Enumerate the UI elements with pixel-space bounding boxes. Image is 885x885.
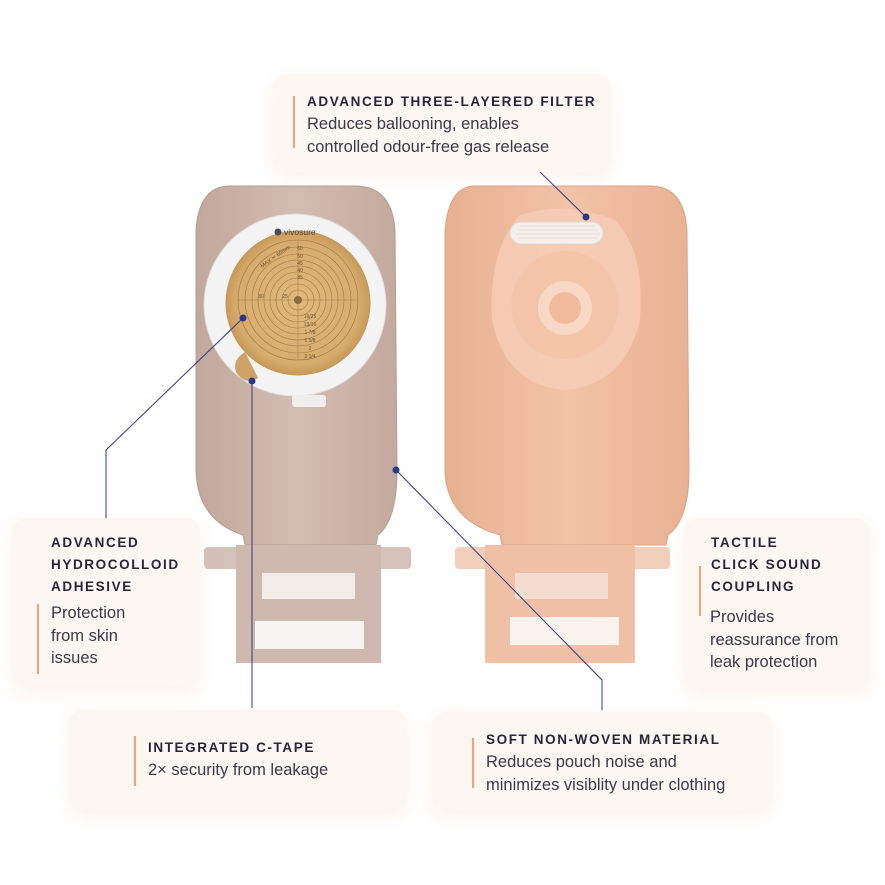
callout-title: ADHESIVE: [51, 579, 133, 594]
flange-label: 13/16: [304, 322, 317, 328]
callout-desc: Reduces ballooning, enables: [307, 115, 519, 133]
callout-title: ADVANCED THREE-LAYERED FILTER: [307, 94, 597, 109]
filter-dot: [582, 213, 590, 221]
callout-hydrocolloid: ADVANCED HYDROCOLLOID ADHESIVE Protectio…: [12, 518, 200, 686]
brand-logo: vivosure: [284, 227, 316, 237]
callout-title: INTEGRATED C-TAPE: [148, 740, 315, 755]
flange-label: 25: [282, 294, 288, 300]
flange-label: 19/25: [304, 314, 317, 320]
flange-label: 40: [297, 268, 303, 274]
callout-title: SOFT NON-WOVEN MATERIAL: [486, 732, 721, 747]
adhesive-dot: [239, 314, 247, 322]
callout-nonwoven: SOFT NON-WOVEN MATERIAL Reduces pouch no…: [432, 712, 772, 810]
flange-label: 60: [297, 246, 303, 252]
callout-desc: Provides: [710, 608, 775, 626]
callout-desc: issues: [51, 649, 98, 667]
callout-desc: from skin: [51, 626, 118, 645]
callout-title: COUPLING: [711, 579, 796, 594]
callout-desc: reassurance from: [710, 630, 839, 649]
pouch-front: vivosure 60 50 45 40 35 30 25 19/25 13/1…: [195, 185, 411, 663]
callout-filter: ADVANCED THREE-LAYERED FILTER Reduces ba…: [273, 74, 611, 172]
flange-label: 1 5/8: [304, 338, 315, 344]
callout-coupling: TACTILE CLICK SOUND COUPLING Provides re…: [684, 518, 870, 688]
flange-label: 50: [297, 254, 303, 260]
flange-label: 30: [258, 294, 264, 300]
flange-label: 1 7/8: [304, 330, 315, 336]
callout-title: ADVANCED: [51, 535, 140, 550]
callout-desc: Protection: [51, 604, 126, 622]
flange-label: 45: [297, 261, 303, 267]
pouch-back: [444, 185, 690, 663]
leader-lines: [105, 171, 603, 710]
ctape-dot: [248, 377, 256, 385]
callout-desc: leak protection: [710, 653, 818, 671]
callout-desc: Reduces pouch noise and: [486, 753, 677, 771]
flange-label: 2: [309, 346, 312, 352]
callout-ctape: INTEGRATED C-TAPE 2× security from leaka…: [69, 710, 407, 810]
callout-desc: 2× security from leakage: [148, 761, 329, 779]
callout-title: HYDROCOLLOID: [51, 557, 180, 572]
flange-label: 2 1/4: [304, 354, 315, 360]
callout-title: TACTILE: [711, 535, 779, 550]
callout-desc: minimizes visiblity under clothing: [486, 775, 726, 794]
callout-title: CLICK SOUND: [711, 557, 823, 572]
nonwoven-dot: [392, 466, 400, 474]
callout-desc: controlled odour-free gas release: [307, 137, 550, 156]
flange-label: 35: [297, 275, 303, 281]
